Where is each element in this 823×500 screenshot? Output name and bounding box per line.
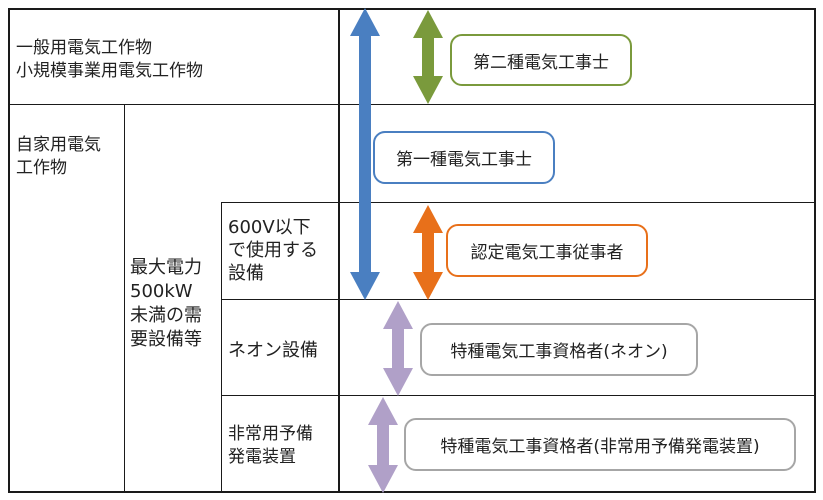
row-label-neon: ネオン設備 [228, 340, 318, 361]
second-class-range-arrow [413, 10, 443, 104]
column-divider-private [124, 104, 125, 493]
qualification-special-emergency: 特種電気工事資格者(非常用予備発電装置) [404, 418, 796, 471]
qualification-certified: 認定電気工事従事者 [446, 224, 648, 277]
first-class-range-arrow [350, 8, 380, 300]
table-border-top [8, 8, 816, 10]
special-neon-range-arrow [383, 301, 413, 396]
row-divider-general [8, 104, 816, 105]
table-border-left [8, 8, 10, 493]
row-divider-first [221, 202, 816, 203]
qualification-first-class: 第一種電気工事士 [373, 131, 555, 184]
row-label-emergency: 非常用予備 発電装置 [228, 424, 313, 467]
row-label-under-600v: 600V以下 で使用する 設備 [228, 217, 318, 284]
row-divider-neon [221, 395, 816, 396]
qualification-special-neon: 特種電気工事資格者(ネオン) [420, 323, 698, 376]
column-divider-main [338, 8, 340, 493]
row-label-max-power: 最大電力 500kW 未満の需 要設備等 [130, 257, 202, 350]
row-divider-600v [221, 299, 816, 300]
table-border-bottom [8, 491, 816, 493]
table-border-right [814, 8, 816, 493]
row-label-general: 一般用電気工作物 小規模事業用電気工作物 [16, 38, 203, 81]
qualification-second-class: 第二種電気工事士 [450, 34, 632, 86]
column-divider-maxpower [221, 202, 222, 493]
row-label-private: 自家用電気 工作物 [16, 135, 101, 178]
special-emergency-range-arrow [368, 397, 398, 493]
certified-range-arrow [413, 205, 443, 300]
